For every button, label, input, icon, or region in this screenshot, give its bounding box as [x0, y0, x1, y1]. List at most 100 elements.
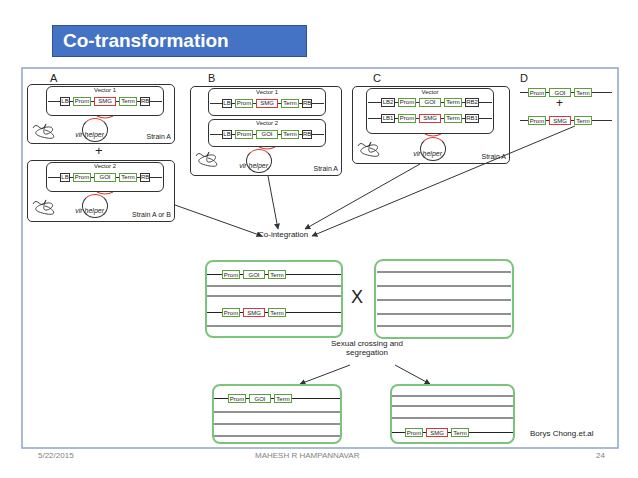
vir-helper-circle: vir helper [246, 149, 272, 173]
t-dna-element: RB [140, 173, 150, 182]
node-text: Term [270, 310, 283, 316]
node-text: Prom [236, 131, 252, 136]
node-text: SMG [553, 118, 567, 124]
t-dna-element: Term [451, 428, 469, 437]
t-dna-element: Prom [235, 99, 253, 108]
node-text: GOI [248, 272, 259, 278]
t-dna-element: SMG [549, 116, 571, 125]
node-text: vir helper [413, 150, 442, 158]
node-text: Term [445, 99, 461, 104]
plasmid-vector: VectorLB2PromGOITermRB2LB1PromSMGTermRB1 [366, 88, 494, 134]
label-text: Sexual crossing and segregation [330, 340, 404, 358]
node-text: RB [141, 174, 149, 179]
node-text: Term [576, 118, 589, 124]
node-text: Term [576, 90, 589, 96]
node-text: Term [445, 115, 461, 120]
t-dna-element: SMG [419, 114, 441, 123]
strain-box: Strain AVector 1LBPromSMGTermRBVector 2L… [190, 86, 342, 176]
node-text: RB [303, 131, 311, 136]
node-text: Strain A [313, 165, 338, 173]
t-dna-element: Prom [222, 308, 240, 317]
t-dna-element: Prom [235, 130, 253, 139]
t-dna-element: Prom [228, 394, 246, 403]
node-text: Term [282, 131, 298, 136]
node-text: RB [303, 100, 311, 105]
plasmid-vector: Vector 2LBPromGOITermRB [46, 162, 164, 192]
node-text: LB [61, 174, 69, 179]
t-dna-element: SMG [256, 99, 278, 108]
t-dna-element: Prom [528, 116, 546, 125]
node-text: Term [120, 174, 136, 179]
node-text: Term [282, 100, 298, 105]
t-dna-element: Term [281, 130, 299, 139]
t-dna-element: RB [140, 97, 150, 106]
panel-frame [22, 68, 618, 448]
t-dna-element: LB2 [381, 98, 395, 107]
plant-chromosomes [207, 272, 513, 436]
node-text: LB [223, 131, 231, 136]
t-dna-element: RB [302, 99, 312, 108]
node-text: Prom [230, 396, 244, 402]
plasmid-vector: Vector 1LBPromSMGTermRB [208, 88, 326, 116]
label-text: 5/22/2015 [38, 452, 74, 461]
node-text: Prom [74, 98, 90, 103]
node-text: LB [61, 98, 69, 103]
t-dna-element: Prom [73, 173, 91, 182]
label-text: MAHESH R HAMPANNAVAR [255, 452, 359, 461]
t-dna-element: GOI [549, 88, 571, 97]
node-text: Prom [407, 430, 421, 436]
plant-cell-box [375, 260, 513, 338]
node-text: Term [276, 396, 289, 402]
t-dna-element: Term [119, 173, 137, 182]
node-text: vir helper [75, 207, 104, 215]
node-text: LB [223, 100, 231, 105]
t-dna-element: LB [60, 173, 70, 182]
node-text: Prom [530, 90, 544, 96]
t-dna-element: Prom [398, 98, 416, 107]
node-text: GOI [257, 131, 277, 136]
node-text: Prom [224, 272, 238, 278]
node-text: Prom [399, 115, 415, 120]
vir-helper-circle: vir helper [82, 194, 108, 218]
node-text: Vector [367, 89, 493, 131]
label-text: Co-integration [258, 231, 308, 240]
label-text: + [556, 97, 563, 110]
t-dna-element: Prom [73, 97, 91, 106]
t-dna-element: Term [119, 97, 137, 106]
t-dna-element: RB [302, 130, 312, 139]
t-dna-element: RB2 [465, 98, 479, 107]
plant-cell-box: Prom GOI Term [212, 384, 342, 444]
node-text: Prom [399, 99, 415, 104]
label-text: X [351, 288, 363, 308]
t-dna-element: SMG [94, 97, 116, 106]
t-dna-element: LB1 [381, 114, 395, 123]
flow-arrows [175, 126, 575, 384]
vector-backbones [48, 93, 612, 178]
node-text: LB2 [382, 99, 394, 104]
t-dna-element: Term [444, 98, 462, 107]
node-text: Strain A [146, 133, 171, 141]
node-text: Term [453, 430, 466, 436]
label-text: + [95, 144, 103, 158]
label-text: C [373, 72, 381, 84]
node-text: SMG [247, 310, 261, 316]
node-text: GOI [554, 90, 565, 96]
node-text: GOI [95, 174, 115, 179]
t-dna-element: Prom [398, 114, 416, 123]
t-dna-element: GOI [94, 173, 116, 182]
vir-helper-circle: vir helper [82, 118, 108, 142]
t-dna-element: Term [281, 99, 299, 108]
t-dna-element: Prom [528, 88, 546, 97]
node-text: Strain A or B [132, 211, 171, 219]
t-dna-element: GOI [249, 394, 271, 403]
node-text: GOI [254, 396, 265, 402]
label-text: Borys Chong.et.al [530, 430, 594, 439]
plant-cell-box: PromGOITermPromSMGTerm [205, 260, 343, 338]
node-text: Term [120, 98, 136, 103]
node-text: SMG [95, 98, 115, 103]
node-text: GOI [420, 99, 440, 104]
t-dna-element: GOI [256, 130, 278, 139]
t-dna-element: Term [274, 394, 292, 403]
